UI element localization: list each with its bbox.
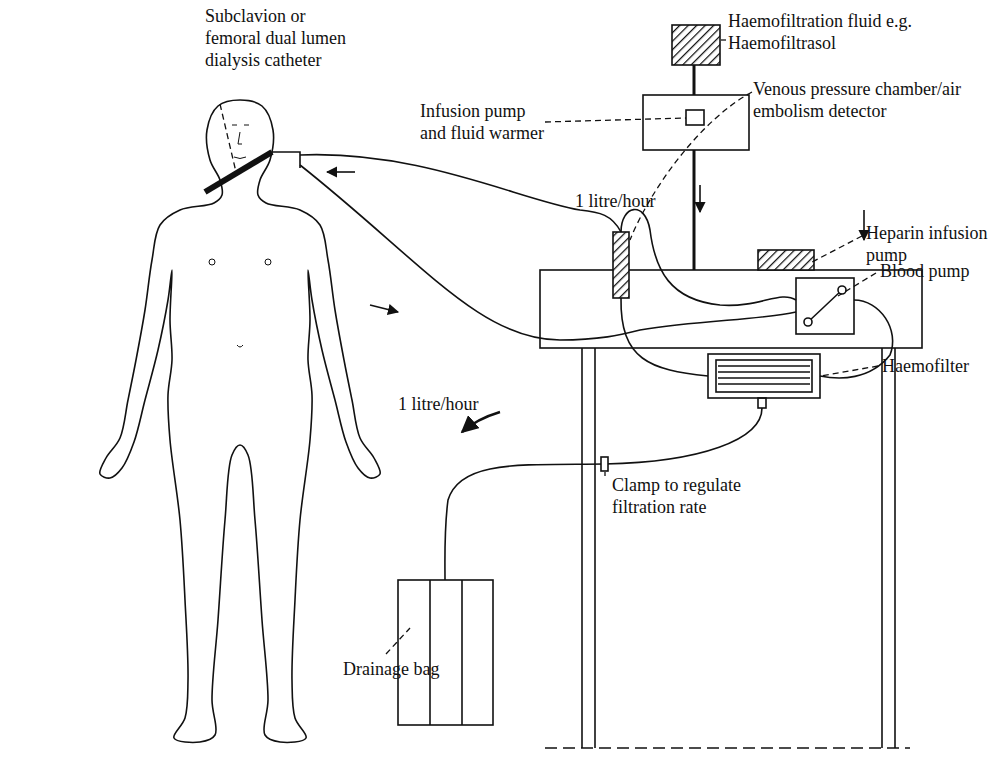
pump-window (686, 110, 704, 125)
floor-line (545, 747, 910, 749)
pump-to-filter-tube (820, 300, 893, 378)
machine-table (540, 270, 922, 348)
part-label: Clamp to regulate filtration rate (612, 474, 742, 518)
part-label: Blood pump (880, 260, 970, 282)
part-label: Haemofiltration fluid e.g. Haemofiltraso… (728, 10, 928, 54)
part-label: Infusion pump and fluid warmer (420, 100, 544, 144)
navel (237, 345, 243, 347)
flow-rate-label: 1 litre/hour (575, 190, 655, 212)
nipple (209, 259, 215, 265)
part-label: Haemofilter (882, 355, 969, 377)
face (232, 125, 249, 159)
heparin-pump (758, 250, 814, 270)
leader-lines (220, 40, 878, 654)
flow-arrow (462, 412, 500, 432)
part-label: Subclavion or femoral dual lumen dialysi… (205, 5, 360, 71)
flow-arrow (699, 185, 701, 212)
filter-return-tube (621, 298, 708, 376)
drain-tube (445, 408, 762, 580)
machine (300, 25, 922, 748)
part-label: Venous pressure chamber/air embolism det… (753, 78, 995, 122)
blood-pump (796, 278, 854, 334)
part-label: Drainage bag (343, 658, 439, 680)
haemofilter (708, 354, 820, 398)
venous-chamber (613, 232, 629, 298)
clamp (601, 457, 608, 471)
nipple (265, 259, 271, 265)
flow-arrow (370, 305, 398, 312)
catheter (205, 152, 272, 192)
access-tube (300, 165, 796, 340)
flow-arrow (327, 171, 355, 173)
part-label: Heparin infusion pump (866, 222, 994, 266)
drainage-bag (398, 580, 493, 725)
fluid-bag (672, 25, 720, 65)
flow-rate-label: 1 litre/hour (398, 393, 478, 415)
flow-arrow (863, 210, 865, 240)
return-tube (300, 155, 621, 232)
